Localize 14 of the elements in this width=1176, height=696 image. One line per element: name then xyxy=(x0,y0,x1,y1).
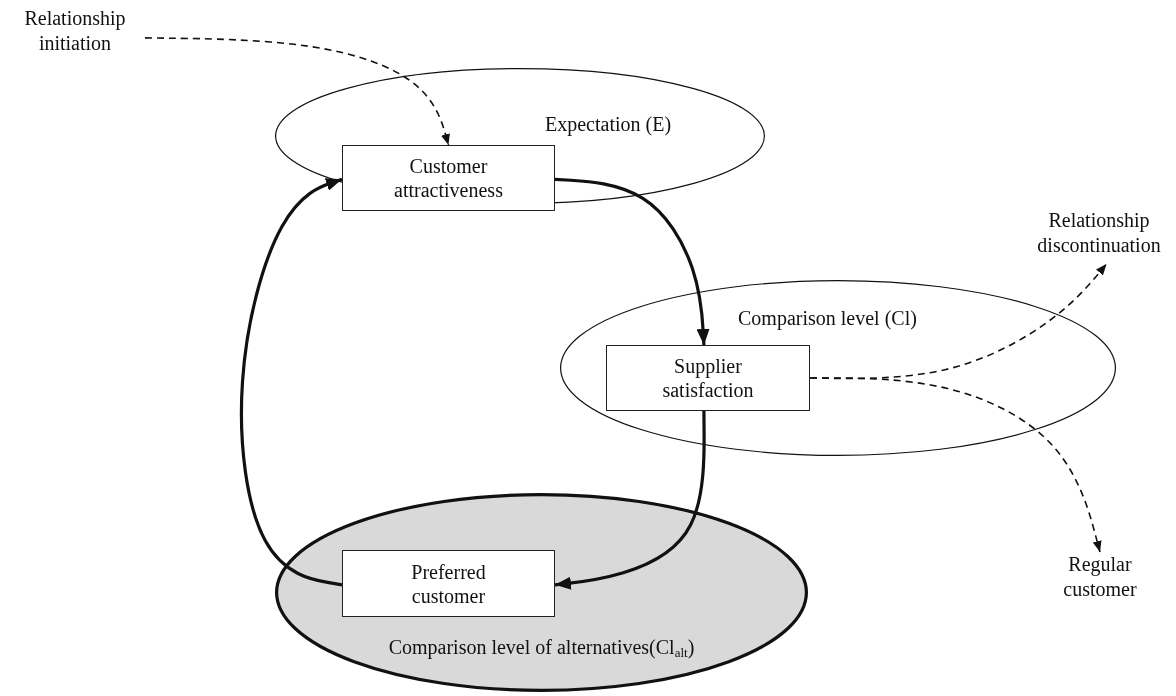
arrow xyxy=(554,177,710,346)
concept-box: Supplier satisfaction xyxy=(606,345,810,411)
arrow xyxy=(809,377,1102,553)
outcome-label: Regular customer xyxy=(1040,552,1160,608)
outcome-label: Relationship initiation xyxy=(5,6,145,62)
concept-box: Customer attractiveness xyxy=(342,145,555,211)
arrow xyxy=(239,177,343,587)
outcome-label: Relationship discontinuation xyxy=(1024,208,1174,264)
region-label: Comparison level (Cl) xyxy=(738,306,917,330)
region-label: Expectation (E) xyxy=(545,112,672,136)
arrow xyxy=(554,411,706,590)
region-label: Comparison level of alternatives(Cl$_{alt}$) xyxy=(388,635,695,661)
arrow xyxy=(144,37,450,146)
concept-box: Preferred customer xyxy=(342,550,555,617)
